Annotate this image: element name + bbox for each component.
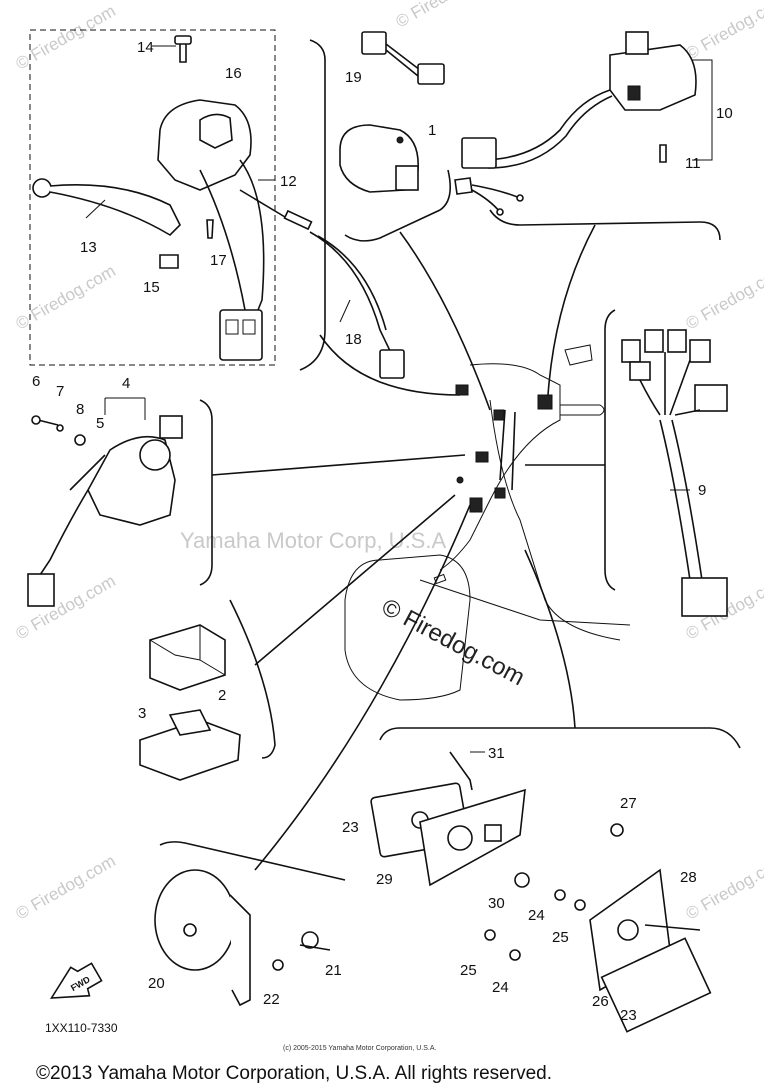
watermark-text: © Firedog.com [683, 0, 764, 63]
watermark-text: © Firedog.com [13, 261, 119, 333]
callout-28: 28 [680, 869, 697, 886]
leader-lines [211, 224, 605, 871]
callout-13: 13 [80, 239, 97, 256]
callout-25b: 25 [460, 962, 477, 979]
watermark-text: © Firedog.com [393, 0, 499, 31]
watermark-text: © Firedog.com [683, 851, 764, 923]
callout-9: 9 [698, 482, 706, 499]
parts-1-19 [339, 31, 445, 193]
callout-30: 30 [488, 895, 505, 912]
small-copyright: (c) 2005-2015 Yamaha Motor Corporation, … [283, 1045, 436, 1052]
callout-10: 10 [716, 105, 733, 122]
fwd-arrow: FWD [49, 962, 103, 999]
callout-31: 31 [488, 745, 505, 762]
callout-15: 15 [143, 279, 160, 296]
callout-25: 25 [552, 929, 569, 946]
label-leaders [85, 45, 713, 753]
scooter-outline [344, 344, 631, 701]
horn-assembly [154, 869, 331, 1007]
callout-18: 18 [345, 331, 362, 348]
callout-20: 20 [148, 975, 165, 992]
callout-8: 8 [76, 401, 84, 418]
callout-26: 26 [592, 993, 609, 1010]
callout-12: 12 [280, 173, 297, 190]
watermark-text: © Firedog.com [13, 1, 119, 73]
callout-14: 14 [137, 39, 154, 56]
callout-7: 7 [56, 383, 64, 400]
footer-copyright: ©2013 Yamaha Motor Corporation, U.S.A. A… [36, 1063, 552, 1084]
callout-16: 16 [225, 65, 242, 82]
lever-holder-assembly [32, 35, 265, 361]
main-switch-4 [27, 415, 183, 607]
callout-21: 21 [325, 962, 342, 979]
callout-22: 22 [263, 991, 280, 1008]
callout-1: 1 [428, 122, 436, 139]
callout-24b: 24 [492, 979, 509, 996]
callout-17: 17 [210, 252, 227, 269]
callout-11: 11 [685, 155, 701, 172]
relays-2-3 [139, 624, 241, 781]
callout-29: 29 [376, 871, 393, 888]
callout-labels: 14 16 12 13 17 15 19 1 10 11 18 4 6 7 8 … [32, 39, 733, 1024]
switch-assembly-10 [454, 31, 697, 216]
watermark-text: © Firedog.com [683, 261, 764, 333]
callout-3: 3 [138, 705, 146, 722]
wire-harness-9 [621, 329, 728, 617]
callout-23: 23 [342, 819, 359, 836]
callout-24: 24 [528, 907, 545, 924]
callout-27: 27 [620, 795, 637, 812]
callout-23b: 23 [620, 1007, 637, 1024]
callout-6: 6 [32, 373, 40, 390]
center-watermark: © Firedog.com [377, 593, 529, 691]
callout-19: 19 [345, 69, 362, 86]
cable-18 [239, 189, 405, 379]
callout-2: 2 [218, 687, 226, 704]
callout-5: 5 [96, 415, 104, 432]
corp-watermark: Yamaha Motor Corp, U.S.A [180, 528, 446, 553]
watermark-text: © Firedog.com [13, 851, 119, 923]
callout-4: 4 [122, 375, 130, 392]
taillight-assembly [370, 751, 712, 1033]
diagram-code: 1XX110-7330 [45, 1021, 118, 1035]
group-frames [29, 29, 741, 881]
